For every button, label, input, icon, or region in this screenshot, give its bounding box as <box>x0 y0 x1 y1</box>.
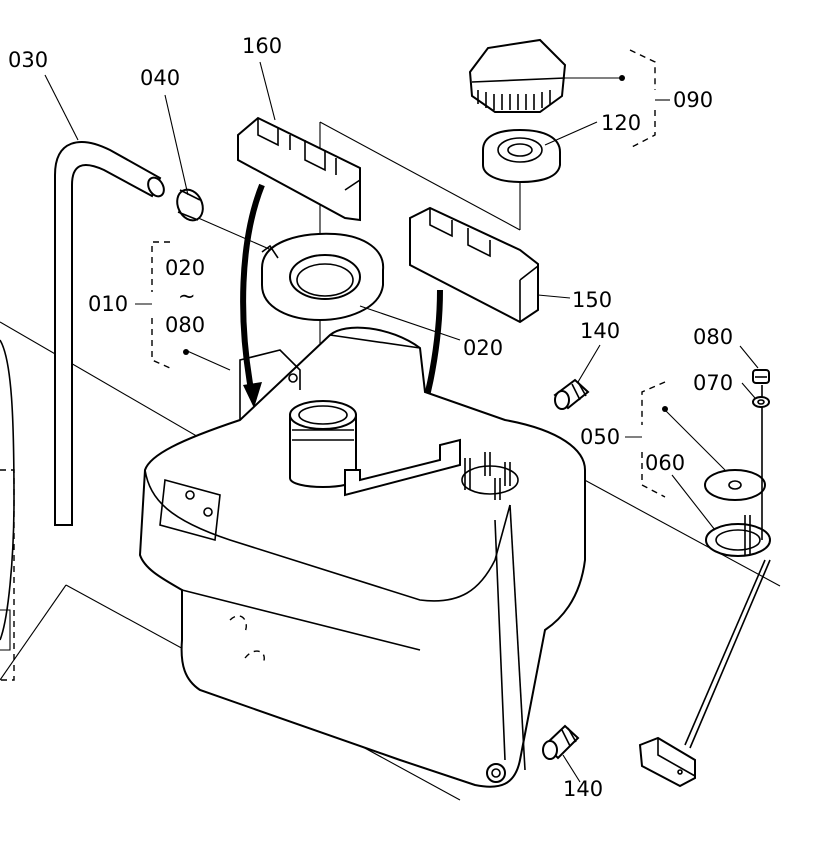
fuel-cap-part <box>468 38 567 113</box>
hose-part <box>54 141 165 526</box>
drain-plug-bottom <box>542 724 580 760</box>
cap-seat-part <box>482 128 561 184</box>
callout-range-tilde: ~ <box>178 284 196 308</box>
leader-lines <box>44 61 759 783</box>
callout-140-top: 140 <box>580 319 620 343</box>
callout-labels: 030 040 160 090 120 020 ~ 080 010 020 15… <box>8 34 733 801</box>
callout-040: 040 <box>140 66 180 90</box>
callout-010: 010 <box>88 292 128 316</box>
bracket-090 <box>629 49 670 149</box>
sender-studs <box>461 452 519 500</box>
callout-090: 090 <box>673 88 713 112</box>
callout-120: 120 <box>601 111 641 135</box>
foam-pad-150 <box>409 206 539 324</box>
callout-160: 160 <box>242 34 282 58</box>
washer-part <box>752 396 770 408</box>
left-frame-fragment <box>0 339 15 681</box>
fuel-tank-body <box>138 326 586 788</box>
bracket-050 <box>625 381 666 498</box>
tank-filler-neck <box>289 400 461 497</box>
callout-080-range-bottom: 080 <box>165 313 205 337</box>
drain-plug-top <box>553 378 590 410</box>
fuel-sender-part <box>638 385 771 788</box>
callout-020: 020 <box>463 336 503 360</box>
callout-070: 070 <box>693 371 733 395</box>
nut-part <box>752 369 770 384</box>
callout-060: 060 <box>645 451 685 475</box>
callout-140-bottom: 140 <box>563 777 603 801</box>
bracket-010 <box>135 241 171 369</box>
foam-pad-160 <box>237 116 361 222</box>
callout-080-right: 080 <box>693 325 733 349</box>
callout-050: 050 <box>580 425 620 449</box>
filler-neck-part <box>261 232 385 322</box>
callout-030: 030 <box>8 48 48 72</box>
hose-clamp-part <box>176 188 204 222</box>
callout-020-range-top: 020 <box>165 256 205 280</box>
callout-150: 150 <box>572 288 612 312</box>
